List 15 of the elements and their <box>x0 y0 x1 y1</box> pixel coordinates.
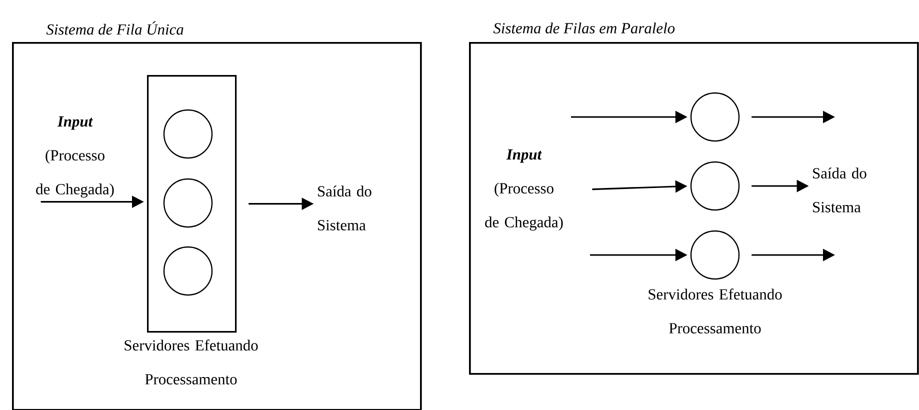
server-circle <box>163 178 213 228</box>
node-label: Sistema de Fila Única <box>46 21 184 35</box>
text-label: Saída do Sistema <box>813 168 866 212</box>
server-column-box <box>147 75 237 333</box>
text-label: Saída do Sistema <box>318 186 372 230</box>
server-circle <box>690 161 740 211</box>
server-circle <box>690 92 740 142</box>
server-circle <box>163 246 213 296</box>
server-circle <box>690 230 740 280</box>
caption-text: Servidores Efetuando Processamento <box>648 288 782 334</box>
text-label: Input (Processo de Chegada) <box>485 149 563 231</box>
text-label: Input (Processo de Chegada) <box>36 116 114 198</box>
server-circle <box>163 109 213 159</box>
caption-text: Servidores Efetuando Processamento <box>124 340 258 384</box>
node-label: Sistema de Filas em Paralelo <box>493 22 675 34</box>
